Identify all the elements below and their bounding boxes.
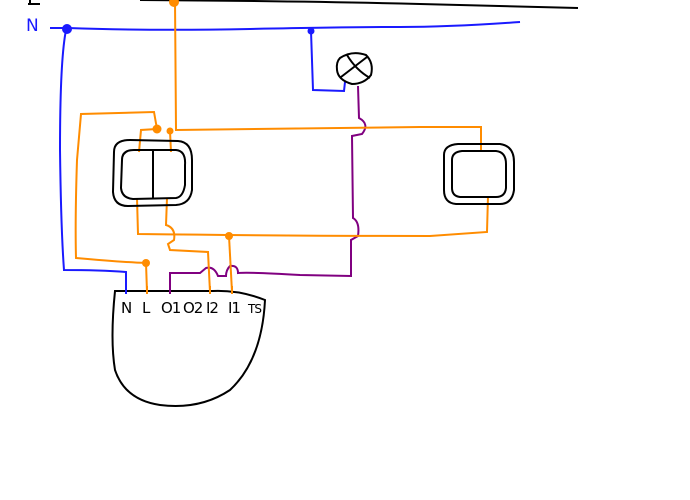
terminal-o2: O2 — [183, 299, 203, 317]
neutral-wire — [50, 21, 521, 31]
terminal-i2: I2 — [206, 299, 219, 317]
neutral-junction — [62, 24, 72, 34]
single-switch-icon — [443, 143, 515, 205]
terminal-o1: O1 — [161, 299, 181, 317]
live-junction-module — [142, 259, 150, 267]
terminal-l: L — [142, 299, 150, 317]
neutral-to-lamp — [310, 30, 346, 93]
switch-left-I1-wire — [136, 195, 489, 238]
double-switch-icon — [111, 138, 193, 208]
live-wire — [28, 0, 579, 9]
neutral-label: N — [26, 16, 39, 36]
terminal-n: N — [121, 299, 132, 317]
terminal-ts: TS — [248, 302, 262, 316]
terminal-i1: I1 — [228, 299, 241, 317]
live-feed-wire — [174, 0, 482, 151]
live-junction-top — [169, 0, 179, 7]
switch-to-I1 — [228, 235, 233, 293]
lamp-icon — [335, 52, 373, 86]
neutral-to-module — [58, 29, 127, 292]
switch-left-I2-wire — [164, 197, 211, 293]
module-body — [111, 289, 267, 407]
lamp-output-wire — [169, 85, 367, 292]
live-loop-left — [74, 110, 158, 293]
